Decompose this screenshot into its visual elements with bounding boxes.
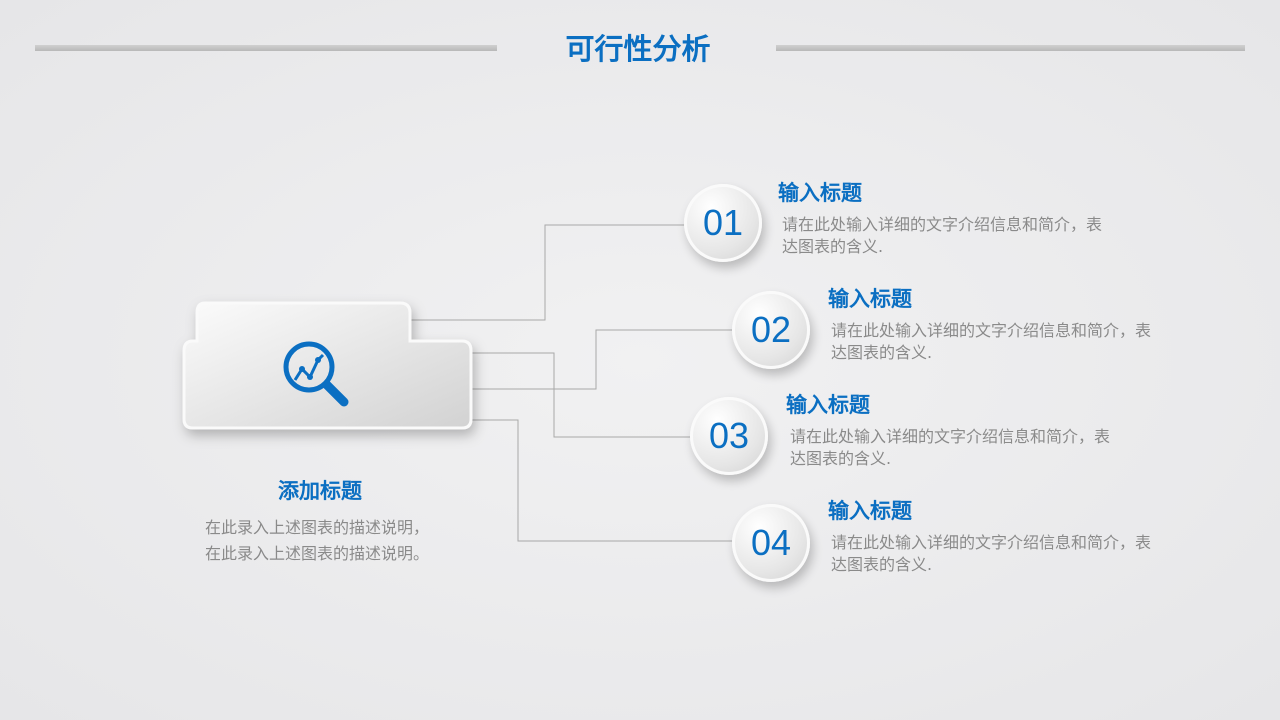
number-badge-03: 03 — [690, 397, 768, 475]
title-rule-left — [35, 45, 497, 51]
connector-04 — [472, 419, 738, 542]
item-description-03: 请在此处输入详细的文字介绍信息和简介，表达图表的含义. — [790, 427, 1111, 468]
number-badge-02: 02 — [732, 291, 810, 369]
main-description: 在此录入上述图表的描述说明，在此录入上述图表的描述说明。 — [205, 518, 430, 563]
magnifier-chart-icon — [283, 341, 349, 407]
title-rule-right — [776, 45, 1245, 51]
connector-01 — [410, 224, 690, 321]
item-title-04: 输入标题 — [828, 499, 912, 523]
item-title-03: 输入标题 — [786, 393, 870, 417]
folder-card — [182, 301, 473, 430]
item-description-01: 请在此处输入详细的文字介绍信息和简介，表达图表的含义. — [782, 215, 1103, 256]
page-title: 可行性分析 — [565, 32, 711, 66]
item-title-01: 输入标题 — [778, 181, 862, 205]
main-title: 添加标题 — [278, 479, 362, 503]
item-description-04: 请在此处输入详细的文字介绍信息和简介，表达图表的含义. — [831, 533, 1152, 574]
number-badge-04: 04 — [732, 504, 810, 582]
item-description-02: 请在此处输入详细的文字介绍信息和简介，表达图表的含义. — [831, 321, 1152, 362]
connector-03 — [472, 352, 695, 438]
item-title-02: 输入标题 — [828, 287, 912, 311]
number-badge-01: 01 — [684, 184, 762, 262]
connector-02 — [472, 329, 738, 390]
